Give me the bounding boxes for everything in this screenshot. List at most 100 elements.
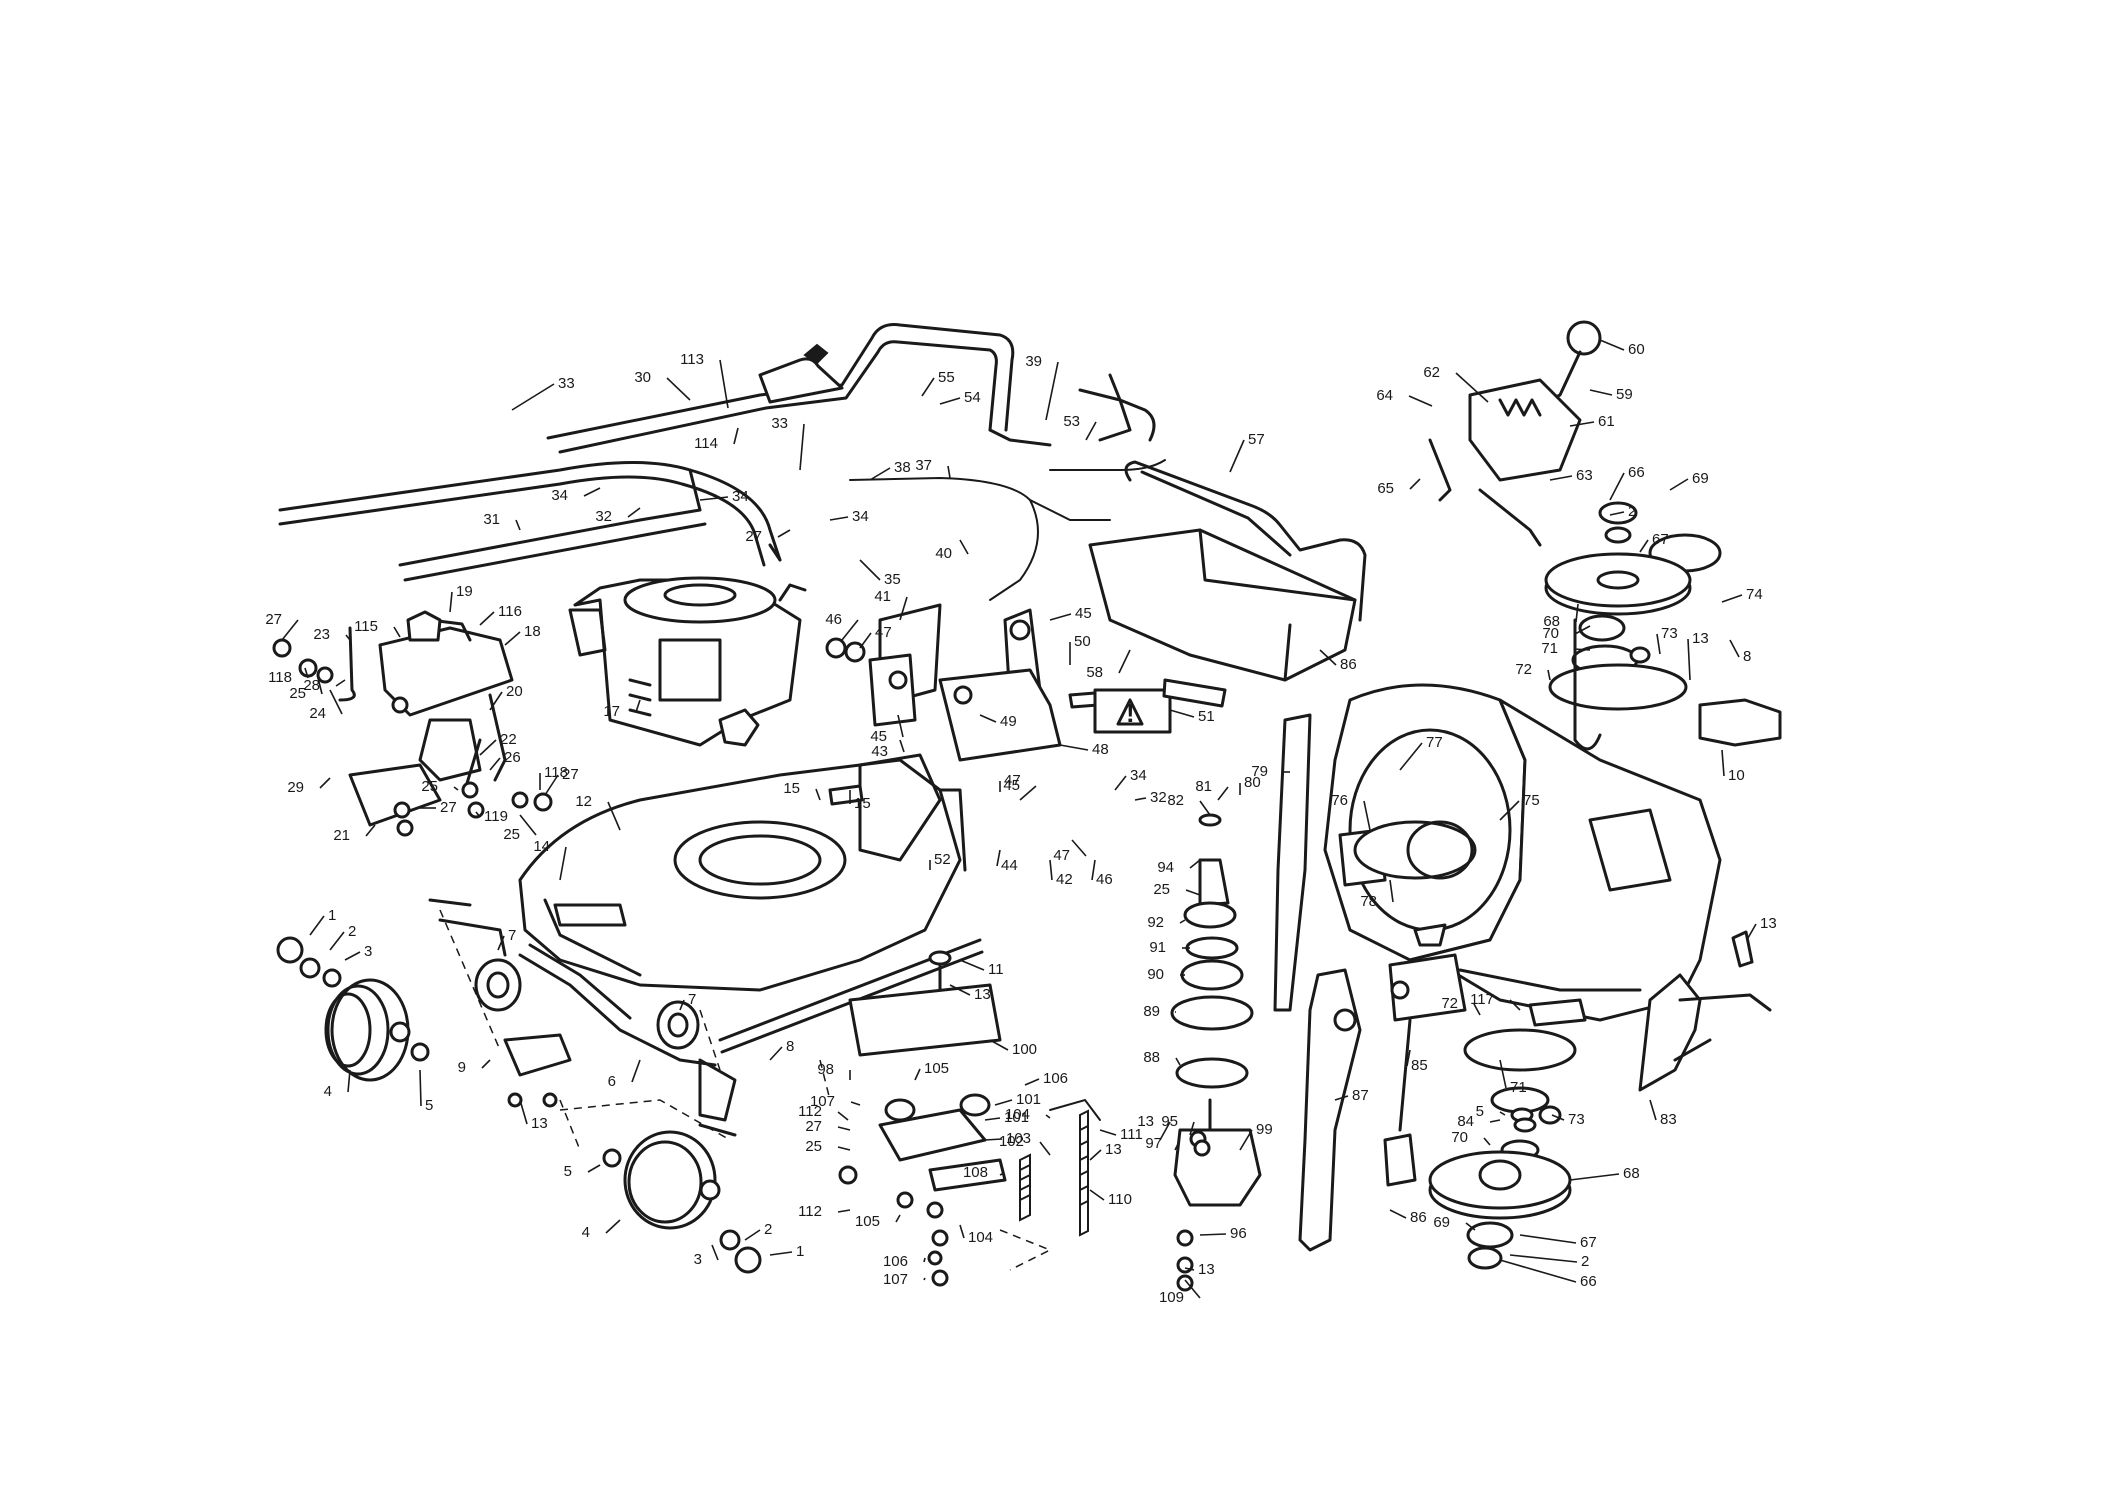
leader-line	[1184, 1279, 1201, 1299]
guide-lines-left	[439, 909, 731, 1151]
part-number-label: 118	[544, 764, 568, 781]
part-number-label: 70	[1542, 625, 1559, 642]
mower-deck	[518, 753, 967, 992]
leader-line	[996, 849, 1001, 867]
leader-line	[635, 699, 641, 713]
part-number-label: 27	[805, 1118, 822, 1135]
leader-line	[1499, 800, 1520, 821]
leader-line	[347, 1069, 351, 1093]
part-number-label: 13	[1198, 1261, 1215, 1278]
leader-line	[1465, 1222, 1476, 1231]
part-number-label: 5	[425, 1097, 433, 1114]
leader-line	[999, 1172, 1005, 1176]
leader-line	[544, 774, 559, 796]
part-number-label: 27	[265, 611, 282, 628]
leader-line	[587, 1164, 601, 1173]
part-number-label: 119	[484, 808, 508, 825]
part-number-label: 13	[531, 1115, 548, 1132]
part-number-label: 54	[964, 389, 981, 406]
part-number-label: 116	[498, 603, 522, 620]
part-number-label: 97	[1145, 1135, 1162, 1152]
part-number-label: 107	[883, 1271, 908, 1288]
leader-line	[815, 788, 821, 801]
part-number-label: 88	[1143, 1049, 1160, 1066]
leader-line	[837, 1126, 851, 1131]
part-number-label: 90	[1147, 966, 1164, 983]
part-number-label: 47	[1053, 847, 1070, 864]
leader-line	[583, 487, 601, 497]
part-number-label: 2	[1628, 503, 1636, 520]
part-number-label: 13	[1137, 1113, 1154, 1130]
leader-line	[837, 1111, 849, 1121]
part-number-label: 80	[1244, 774, 1261, 791]
leader-line	[345, 634, 351, 641]
leader-line	[515, 519, 521, 531]
part-number-label: 82	[1167, 792, 1184, 809]
part-number-label: 28	[303, 677, 320, 694]
warning-label: !	[1093, 688, 1172, 734]
leader-line	[923, 1277, 926, 1281]
part-number-label: 74	[1746, 586, 1763, 603]
leader-line	[1609, 472, 1625, 501]
part-number-label: 45	[1075, 605, 1092, 622]
leader-line	[559, 846, 567, 881]
leader-line	[489, 757, 501, 771]
leader-line	[719, 359, 729, 409]
part-number-label: 78	[1360, 893, 1377, 910]
rear-wheel	[276, 936, 430, 1082]
part-number-label: 19	[456, 583, 473, 600]
cutting-blade	[1273, 713, 1312, 1012]
part-number-label: 101	[1016, 1091, 1041, 1108]
part-number-label: 9	[458, 1059, 466, 1076]
leader-line	[1569, 1173, 1620, 1181]
leader-line	[1159, 1121, 1171, 1141]
leader-line	[1599, 339, 1625, 351]
part-number-label: 112	[798, 1203, 822, 1220]
leader-line	[1575, 603, 1579, 623]
leader-line	[1656, 633, 1661, 655]
part-number-label: 62	[1423, 364, 1440, 381]
part-number-label: 22	[500, 731, 517, 748]
leader-line	[1609, 511, 1625, 516]
part-number-label: 100	[1012, 1041, 1037, 1058]
bracket-10	[1698, 698, 1782, 747]
leader-line	[489, 691, 503, 711]
leader-line	[1189, 859, 1201, 869]
part-number-label: 85	[1411, 1057, 1428, 1074]
part-number-label: 18	[524, 623, 541, 640]
part-number-label: 34	[732, 488, 749, 505]
leader-line	[1059, 744, 1089, 751]
leader-line	[1363, 800, 1371, 831]
leader-line	[605, 1219, 621, 1234]
leader-line	[799, 423, 805, 471]
leader-line	[1089, 1189, 1105, 1201]
leader-line	[899, 739, 905, 753]
leader-line	[837, 1146, 851, 1151]
part-number-label: 94	[1157, 859, 1174, 876]
leader-line	[989, 1039, 1009, 1051]
part-number-label: 2	[348, 923, 356, 940]
leader-line	[281, 619, 299, 641]
part-number-label: 17	[603, 703, 620, 720]
part-number-label: 6	[608, 1073, 616, 1090]
blade-spindle	[1298, 923, 1467, 1252]
part-number-label: 38	[894, 459, 911, 476]
leader-line	[666, 377, 691, 401]
part-number-label: 33	[771, 415, 788, 432]
handle-cable	[849, 388, 1166, 601]
leader-line	[984, 1117, 1001, 1121]
part-number-label: 41	[874, 588, 891, 605]
leader-line	[1039, 1141, 1051, 1156]
leader-line	[1483, 1137, 1491, 1146]
leader-line	[1185, 889, 1201, 896]
leader-line	[479, 739, 497, 756]
part-number-label: 23	[313, 626, 330, 643]
leader-line	[1721, 594, 1743, 603]
leader-line	[317, 677, 323, 695]
part-number-label: 81	[1195, 778, 1212, 795]
part-number-label: 25	[1153, 881, 1170, 898]
leader-line	[631, 1059, 641, 1083]
part-number-label: 65	[1377, 480, 1394, 497]
leader-line	[449, 591, 453, 613]
leader-line	[769, 1251, 793, 1256]
